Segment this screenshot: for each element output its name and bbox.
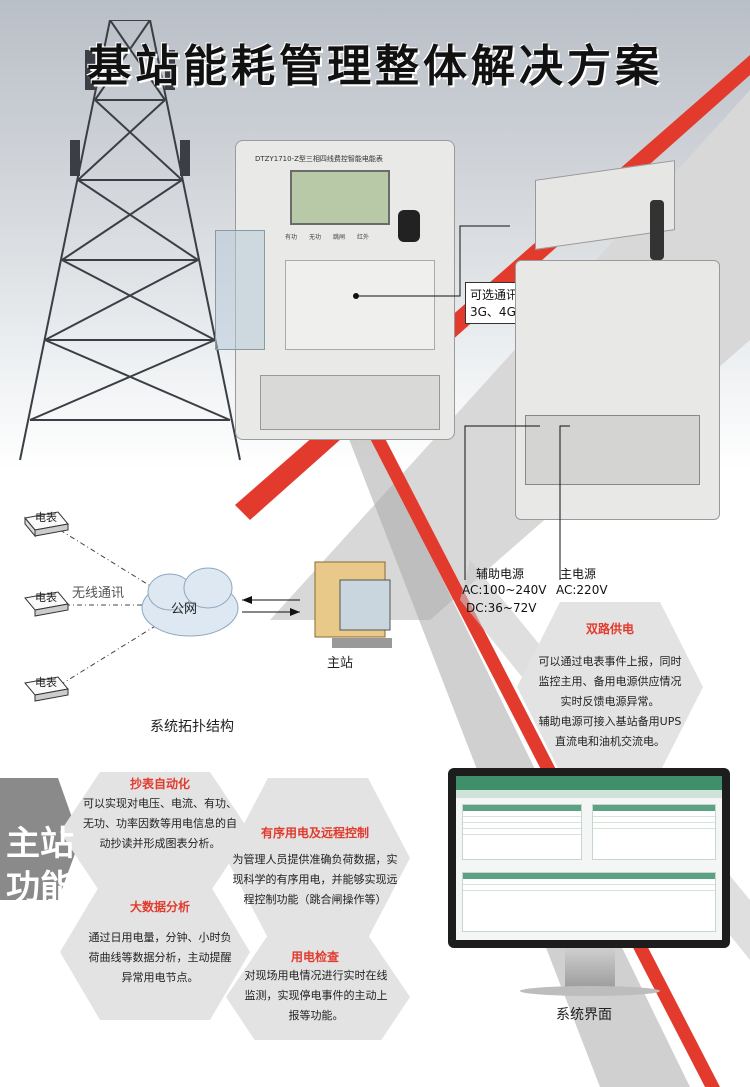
- big-data-text: 通过日用电量，分钟、小时负 荷曲线等数据分析，主动提醒 异常用电节点。: [88, 931, 232, 984]
- system-ui-panel: [592, 804, 716, 860]
- dual-power-text: 可以通过电表事件上报，同时 监控主用、备用电源供应情况 实时反馈电源异常。 辅助…: [538, 655, 682, 748]
- topology-diagram: [24, 511, 392, 702]
- meter-button: [398, 210, 420, 242]
- smart-meter: DTZY1710-Z型三相四线费控智能电能表 有功 无功 跳闸 红外: [215, 140, 460, 450]
- big-data-title: 大数据分析: [129, 900, 190, 914]
- ordered-use-title: 有序用电及远程控制: [260, 826, 369, 840]
- system-ui-panel: [462, 872, 716, 932]
- auto-read-text: 可以实现对电压、电流、有功、 无功、功率因数等用电信息的自 动抄读并形成图表分析…: [83, 797, 237, 850]
- system-ui-tabs: [456, 790, 722, 798]
- compact-meter-terminals: [525, 415, 700, 485]
- meter-box-icon: [24, 676, 69, 702]
- main-power-ac: AC:220V: [556, 583, 608, 597]
- page-title: 基站能耗管理整体解决方案: [87, 41, 663, 92]
- meter-module-slot: [285, 260, 435, 350]
- main-power-title: 主电源: [560, 567, 597, 581]
- inspection-title: 用电检查: [290, 950, 339, 964]
- cloud-label: 公网: [171, 602, 198, 617]
- dual-power-hex: [517, 602, 703, 772]
- dual-power-title: 双路供电: [585, 622, 634, 636]
- topology-caption: 系统拓扑结构: [150, 719, 234, 735]
- computer-icon: [314, 561, 392, 648]
- cloud-icon: [141, 567, 239, 637]
- system-ui-header: [456, 776, 722, 790]
- aux-power-title: 辅助电源: [476, 567, 525, 581]
- topology-meter-1: 电表: [35, 511, 57, 524]
- meter-box-icon: [24, 591, 69, 617]
- power-callout-lines: [464, 425, 570, 580]
- meter-indicators: 有功 无功 跳闸 红外: [285, 234, 370, 241]
- meter-model-text: DTZY1710-Z型三相四线费控智能电能表: [255, 155, 383, 163]
- ordered-use-text: 为管理人员提供准确负荷数据，实 现科学的有序用电，并能够实现远 程控制功能（跳合…: [232, 853, 398, 906]
- aux-power-dc: DC:36~72V: [466, 601, 537, 615]
- monitor-stand: [565, 948, 615, 990]
- inspection-text: 对现场用电情况进行实时在线 监测，实现停电事件的主动上 报等功能。: [244, 969, 388, 1022]
- monitor-base: [520, 986, 660, 996]
- aux-power-ac: AC:100~240V: [462, 583, 547, 597]
- station-label: 主站: [327, 656, 354, 671]
- auto-read-title: 抄表自动化: [129, 777, 190, 791]
- tower-icon: [19, 20, 241, 461]
- wireless-label: 无线通讯: [72, 582, 125, 601]
- topology-meter-3: 电表: [35, 676, 57, 689]
- meter-box-icon: [24, 511, 69, 538]
- antenna-icon: [650, 200, 664, 260]
- system-ui-panel: [462, 804, 582, 860]
- system-ui-screen: [456, 776, 722, 940]
- meter-terminals: [260, 375, 440, 430]
- topology-meter-2: 电表: [35, 591, 57, 604]
- function-hexes: [0, 772, 410, 1040]
- module-callout-line: [353, 225, 510, 299]
- functions-heading: 主站 功能: [6, 824, 74, 908]
- meter-transparent-cover: [215, 230, 265, 350]
- monitor: [448, 768, 730, 948]
- meter-lcd: [290, 170, 390, 225]
- system-ui-caption: 系统界面: [556, 1007, 612, 1023]
